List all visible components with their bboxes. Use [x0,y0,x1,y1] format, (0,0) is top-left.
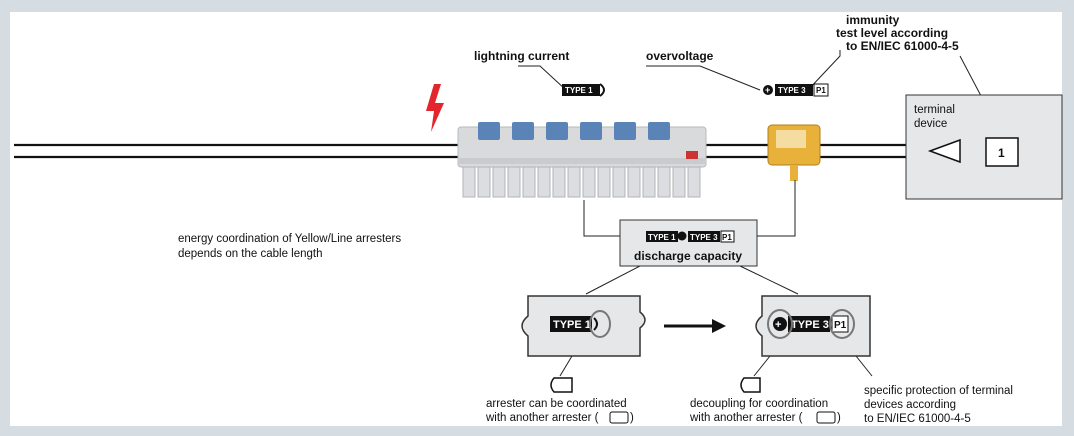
badge-type1-text: TYPE 1 [565,86,593,95]
connector-icon-mid [740,377,761,393]
badge-type3-text: TYPE 3 [778,86,806,95]
specific-2: devices according [864,399,956,411]
discharge-capacity-box: TYPE 1 TYPE 3 P1 discharge capacity [619,219,758,267]
label-immunity-2: test level according [836,26,948,40]
discharge-badge-type3: TYPE 3 [690,233,718,242]
close-paren-2: ) [837,412,841,424]
type3-yellow-arrester [767,124,821,181]
arrow-right-icon [664,319,726,333]
puzzle-type3-text: TYPE 3 [791,319,829,331]
terminal-device-box: terminal device 1 [905,94,1063,200]
arrester-fins [462,166,701,198]
puzzle-plus-icon: + [775,319,781,331]
connector-icon-left [550,377,573,393]
diagram-frame [10,12,1062,426]
label-immunity-3: to EN/IEC 61000-4-5 [846,39,959,53]
discharge-capacity-label: discharge capacity [634,249,742,263]
close-paren-1: ) [630,412,634,424]
discharge-badge-type1: TYPE 1 [648,233,676,242]
specific-3: to EN/IEC 61000-4-5 [864,413,971,425]
label-overvoltage: overvoltage [646,49,714,63]
label-terminal: terminal [914,104,955,116]
puzzle-type1-text: TYPE 1 [553,319,591,331]
decoupling-2: with another arrester ( [689,412,803,424]
puzzle-type3: + TYPE 3 P1 [755,295,871,357]
lightning-bolt-icon [426,84,444,132]
puzzle-type1: TYPE 1 [521,295,646,357]
arrester-coord-2: with another arrester ( [485,412,599,424]
terminal-symbol-icon [927,138,961,164]
label-immunity-1: immunity [846,13,900,27]
inline-connector-icon-1: ) [609,411,634,424]
decoupling-1: decoupling for coordination [690,398,828,410]
badge-type1-top: TYPE 1 [562,83,605,97]
energy-text-1: energy coordination of Yellow/Line arres… [178,233,401,245]
badge-type3-top: + TYPE 3 P1 [763,83,829,97]
energy-text-2: depends on the cable length [178,248,323,260]
label-device: device [914,118,947,130]
puzzle-p1-text: P1 [834,320,847,331]
specific-1: specific protection of terminal [864,385,1013,397]
plus-icon: + [765,85,770,95]
label-lightning-current: lightning current [474,49,569,63]
arrester-terminals [478,122,670,140]
inline-connector-icon-2: ) [816,411,841,424]
badge-p1-text: P1 [816,86,826,95]
arrester-coord-1: arrester can be coordinated [486,398,627,410]
discharge-badge-p1: P1 [722,233,732,242]
terminal-number: 1 [998,146,1005,160]
type1-arrester-module [457,122,707,198]
